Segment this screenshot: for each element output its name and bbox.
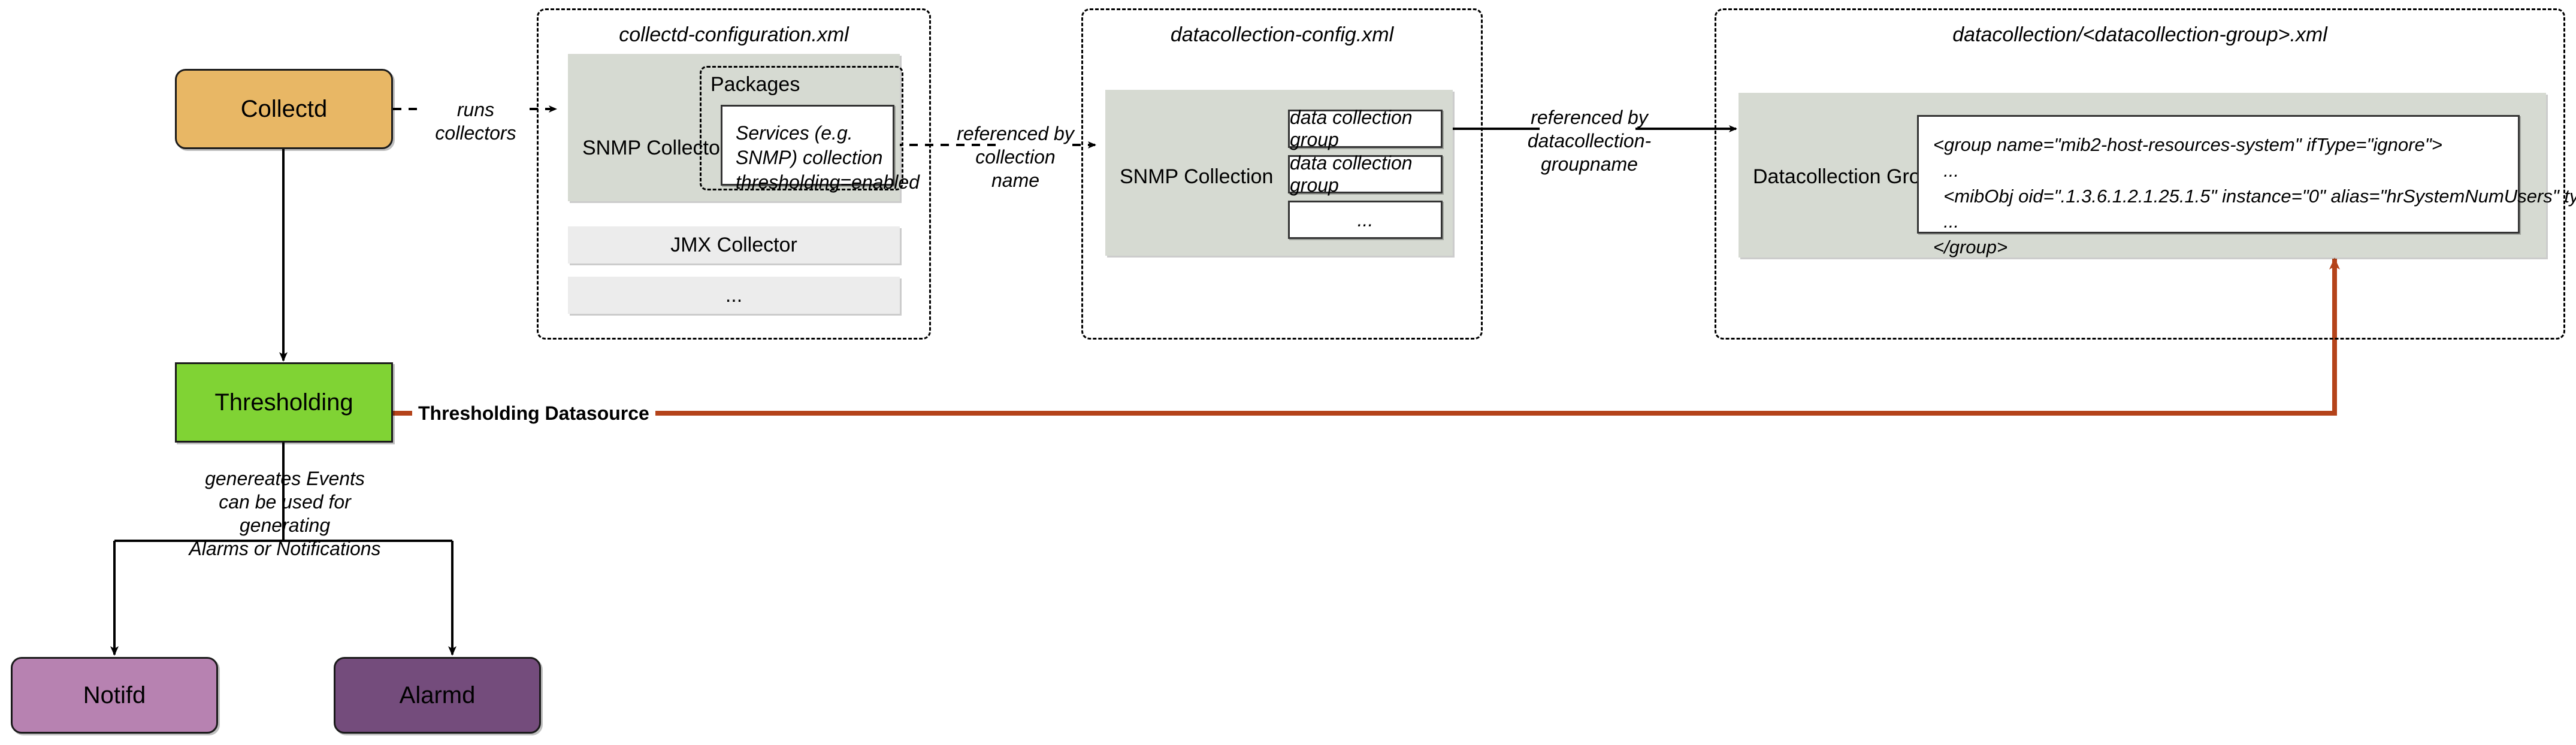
card-data-collection-group-more[interactable]: ... [1288,201,1443,239]
edge-label-referenced-by-collection-name: referenced by collection name [957,123,1074,192]
node-collectd-label: Collectd [240,95,328,122]
file-datacollection-group-title: datacollection/<datacollection-group>.xm… [1952,23,2327,46]
panel-datacollection-group-label: Datacollection Group [1753,165,1943,188]
node-alarmd-label: Alarmd [399,682,476,708]
node-notifd[interactable]: Notifd [11,657,218,734]
edge-label-referenced-by-groupname: referenced by datacollection-groupname [1527,107,1652,175]
packages-box [700,66,903,190]
panel-snmp-collector-label: SNMP Collector [582,137,727,159]
edge-label-generates-events: genereates Events can be used for genera… [189,468,381,560]
card-data-collection-group-1[interactable]: data collection group [1288,107,1443,150]
edge-label-runs-collectors: runs collectors [435,99,516,144]
packages-label: Packages [710,73,800,96]
file-datacollection-group: datacollection/<datacollection-group>.xm… [1715,8,2565,340]
node-thresholding[interactable]: Thresholding [175,362,393,443]
card-data-collection-group-2[interactable]: data collection group [1288,152,1443,196]
node-notifd-label: Notifd [83,682,146,708]
file-collectd-configuration: collectd-configuration.xml [537,8,931,340]
file-collectd-configuration-title: collectd-configuration.xml [619,23,849,46]
strip-more-collectors[interactable]: ... [568,277,900,314]
node-alarmd[interactable]: Alarmd [334,657,541,734]
node-collectd[interactable]: Collectd [175,69,393,149]
panel-snmp-collection-label: SNMP Collection [1120,165,1274,188]
card-services[interactable]: Services (e.g. SNMP) collection threshol… [721,105,920,193]
edge-label-thresholding-datasource: Thresholding Datasource [412,402,655,425]
node-thresholding-label: Thresholding [214,389,353,416]
card-xml-snippet[interactable]: <group name="mib2-host-resources-system"… [1917,115,2576,258]
file-datacollection-config-title: datacollection-config.xml [1170,23,1394,46]
file-datacollection-config: datacollection-config.xml [1081,8,1483,340]
strip-jmx-collector[interactable]: JMX Collector [568,226,900,264]
